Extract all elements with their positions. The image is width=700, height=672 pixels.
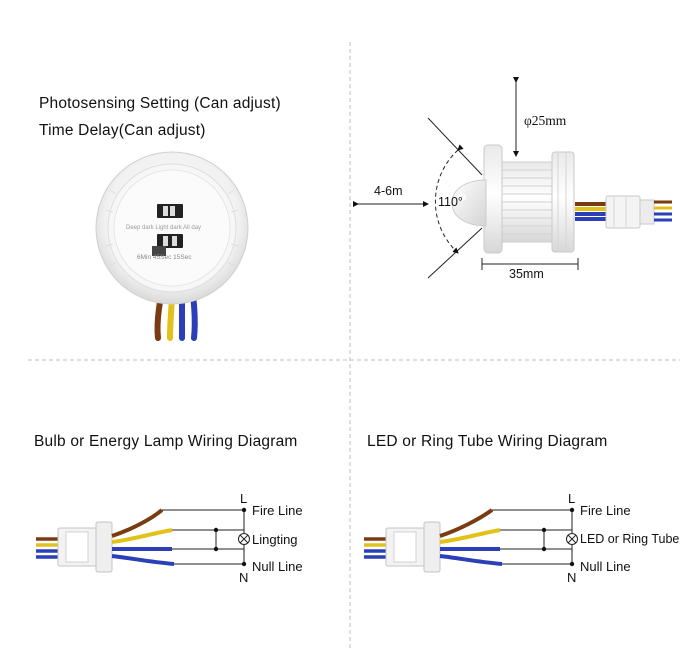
led-load-label: LED or Ring Tube <box>580 532 680 546</box>
led-terminal-n: N <box>567 570 577 585</box>
led-wire-brown <box>439 508 494 538</box>
led-diagram-title: LED or Ring Tube Wiring Diagram <box>367 433 608 450</box>
led-wire-yellow <box>439 528 501 544</box>
time-dial-switch <box>157 234 183 248</box>
bulb-wire-brown <box>111 508 164 538</box>
cone-line-top <box>427 117 483 176</box>
bulb-terminal-l: L <box>240 491 248 506</box>
led-terminal-l: L <box>568 491 576 506</box>
sensor-front-view <box>95 151 249 341</box>
angle-arc <box>434 144 464 254</box>
led-wire-blue-2 <box>439 554 503 566</box>
sensor-side-view <box>451 144 672 254</box>
angle-label: 110° <box>438 195 463 209</box>
bulb-wiring-diagram <box>36 507 250 573</box>
bulb-load-label: Lingting <box>252 532 298 547</box>
length-label: 35mm <box>509 267 544 281</box>
dial-light-label: Deep dark Light dark All day <box>126 225 201 231</box>
led-fire-line-label: Fire Line <box>580 503 631 518</box>
bulb-diagram-title: Bulb or Energy Lamp Wiring Diagram <box>34 433 298 450</box>
dial-time-label: 6Min 45Sec 15Sec <box>137 254 192 261</box>
cone-line-bottom <box>427 227 483 279</box>
diameter-label: φ25mm <box>524 113 567 128</box>
bulb-wire-yellow <box>111 528 173 544</box>
range-label: 4-6m <box>374 184 403 198</box>
bulb-wire-blue-2 <box>111 554 175 566</box>
led-wiring-diagram <box>364 507 578 573</box>
bulb-terminal-n: N <box>239 570 249 585</box>
photosensing-label: Photosensing Setting (Can adjust) <box>39 95 281 112</box>
bulb-null-line-label: Null Line <box>252 559 303 574</box>
bulb-fire-line-label: Fire Line <box>252 503 303 518</box>
time-delay-label: Time Delay(Can adjust) <box>39 122 206 139</box>
led-null-line-label: Null Line <box>580 559 631 574</box>
